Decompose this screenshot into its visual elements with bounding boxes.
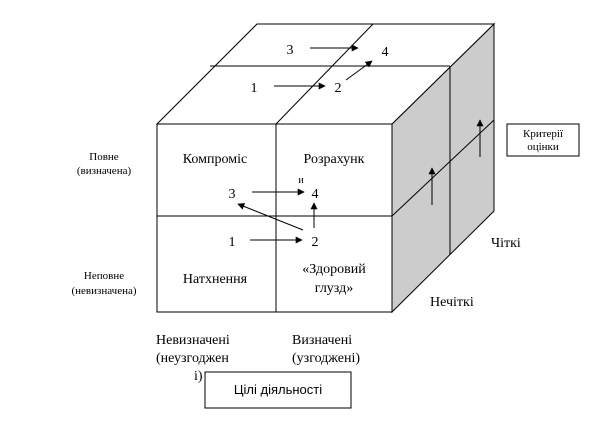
goals-box-label: Цілі діяльності (234, 382, 322, 397)
top-number-3: 3 (287, 43, 294, 58)
quadrant-common-sense-line1: «Здоровий (302, 262, 366, 277)
row-label-incomplete: Неповне (84, 270, 124, 282)
top-number-2: 2 (335, 81, 342, 96)
depth-label-clear: Чіткі (491, 236, 521, 251)
col-label-undefined-tail: і) (194, 369, 203, 384)
goals-box (204, 371, 352, 409)
criteria-box (506, 123, 580, 157)
top-number-4: 4 (382, 45, 389, 60)
quadrant-calculation-line1: Розрахунк (304, 152, 365, 167)
quadrant-inspiration: Натхнення (183, 272, 248, 287)
side-horizontal-divider (391, 119, 495, 217)
top-arrow-2-to-4 (345, 60, 373, 81)
col-label-defined-sub: (узгоджені) (292, 351, 360, 366)
quadrant-common-sense-line2: глузд» (315, 281, 353, 296)
criteria-box-line1: Критерії (523, 128, 564, 140)
front-arrow-2-to-3 (237, 203, 304, 231)
top-depth-divider (275, 23, 374, 125)
col-label-defined: Визначені (292, 333, 352, 348)
col-label-undefined-sub: (неузгоджен (156, 351, 229, 366)
criteria-box-line2: оцінки (527, 141, 559, 153)
row-label-incomplete-sub: (невизначена) (71, 285, 136, 297)
front-number-3: 3 (229, 187, 236, 202)
depth-label-fuzzy: Нечіткі (430, 295, 474, 310)
front-number-4: 4 (312, 187, 319, 202)
row-label-complete-sub: (визначена) (77, 165, 132, 177)
row-label-complete: Повне (89, 151, 119, 163)
quadrant-calculation-line2: и (298, 175, 304, 186)
col-label-undefined: Невизначені (156, 333, 230, 348)
front-number-1: 1 (229, 235, 236, 250)
top-number-1: 1 (251, 81, 258, 96)
front-number-2: 2 (312, 235, 319, 250)
quadrant-compromise: Компроміс (183, 152, 247, 167)
cube-front-face (156, 123, 393, 313)
